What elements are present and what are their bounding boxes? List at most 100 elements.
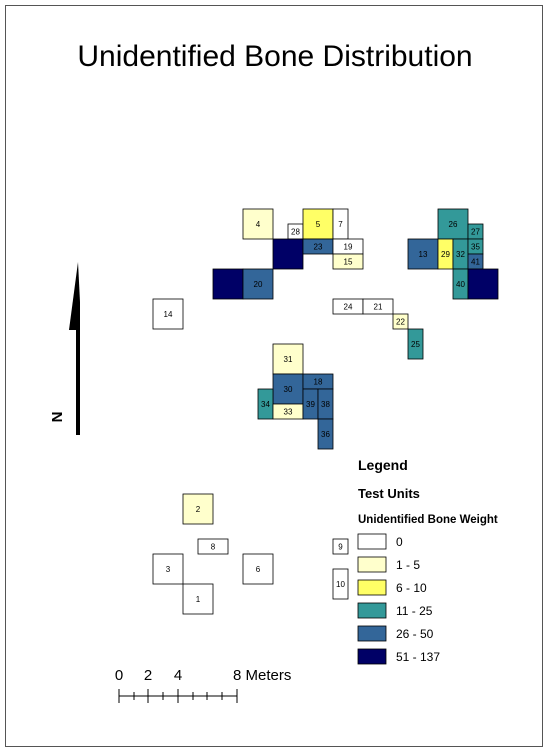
test-unit-label: 20 — [254, 280, 263, 289]
test-unit-label: 2 — [196, 505, 201, 514]
test-unit-19: 19 — [332, 238, 364, 255]
test-unit-label: 15 — [344, 258, 353, 267]
scale-label-0: 0 — [115, 667, 123, 684]
test-unit-27: 27 — [467, 223, 484, 240]
test-unit-cell — [362, 298, 394, 315]
test-unit-label: 10 — [336, 580, 345, 589]
test-unit-label: 21 — [374, 303, 383, 312]
test-unit-label: 41 — [471, 258, 480, 267]
test-unit-label: 34 — [261, 400, 270, 409]
legend-swatch-4 — [357, 625, 387, 642]
test-unit-cell — [182, 583, 214, 615]
test-unit-label: 29 — [441, 250, 450, 259]
test-unit-13: 13 — [407, 238, 439, 270]
test-unit-label: 28 — [291, 228, 300, 237]
scale-ticks — [118, 689, 238, 703]
scale-label-8-meters: 8 Meters — [233, 667, 291, 684]
test-unit-cell — [272, 373, 304, 405]
test-unit-cell — [407, 238, 439, 270]
legend-class-label-3: 11 - 25 — [396, 604, 433, 618]
test-unit-cell — [467, 268, 499, 300]
test-unit-6: 6 — [242, 553, 274, 585]
legend-swatch-1 — [357, 556, 387, 573]
test-unit-u-dark-b — [212, 268, 244, 300]
test-unit-cell — [152, 553, 184, 585]
test-unit-label: 5 — [316, 220, 321, 229]
test-unit-cell — [197, 538, 229, 555]
test-unit-36: 36 — [317, 418, 334, 450]
test-unit-20: 20 — [242, 268, 274, 300]
test-unit-label: 9 — [338, 543, 343, 552]
test-unit-22: 22 — [392, 313, 409, 330]
test-unit-31: 31 — [272, 343, 304, 375]
test-unit-cell — [317, 418, 334, 450]
test-unit-label: 25 — [411, 340, 420, 349]
test-unit-1: 1 — [182, 583, 214, 615]
test-unit-32: 32 — [452, 238, 469, 270]
test-unit-7: 7 — [332, 208, 349, 240]
map-title: Unidentified Bone Distribution — [77, 40, 472, 73]
test-unit-label: 39 — [306, 400, 315, 409]
test-unit-label: 1 — [196, 595, 201, 604]
test-unit-30: 30 — [272, 373, 304, 405]
test-unit-label: 38 — [321, 400, 330, 409]
north-label: N — [49, 412, 66, 423]
test-unit-label: 23 — [314, 243, 323, 252]
test-unit-label: 7 — [338, 220, 343, 229]
test-unit-label: 4 — [256, 220, 261, 229]
test-unit-label: 6 — [256, 565, 261, 574]
legend-class-label-2: 6 - 10 — [396, 581, 427, 595]
test-unit-29: 29 — [437, 238, 454, 270]
test-unit-label: 14 — [164, 310, 173, 319]
test-unit-label: 31 — [284, 355, 293, 364]
test-unit-24: 24 — [332, 298, 364, 315]
test-unit-cell — [242, 268, 274, 300]
north-arrow-shaft — [76, 330, 80, 435]
legend-class-label-4: 26 - 50 — [396, 627, 434, 641]
test-unit-cell — [332, 253, 364, 270]
test-unit-8: 8 — [197, 538, 229, 555]
test-unit-34: 34 — [257, 388, 274, 420]
legend-swatch-3 — [357, 602, 387, 619]
test-unit-33: 33 — [272, 403, 304, 420]
test-unit-cell — [242, 208, 274, 240]
test-unit-cell — [302, 208, 334, 240]
test-unit-label: 32 — [456, 250, 465, 259]
north-arrow: N — [49, 262, 80, 435]
legend-subtitle: Test Units — [358, 486, 420, 501]
test-unit-23: 23 — [302, 238, 334, 255]
scale-bar: 0 2 4 8 Meters — [115, 667, 291, 703]
test-unit-2: 2 — [182, 493, 214, 525]
legend-class-label-1: 1 - 5 — [396, 558, 420, 572]
legend-swatch-0 — [357, 533, 387, 550]
test-unit-label: 24 — [344, 303, 353, 312]
test-unit-28: 28 — [287, 223, 304, 240]
test-unit-38: 38 — [317, 388, 334, 420]
test-unit-cell — [152, 298, 184, 330]
test-unit-label: 13 — [419, 250, 428, 259]
test-unit-label: 22 — [396, 318, 405, 327]
test-unit-cell — [332, 568, 349, 600]
test-unit-4: 4 — [242, 208, 274, 240]
test-unit-label: 36 — [321, 430, 330, 439]
test-unit-26: 26 — [437, 208, 469, 240]
legend-swatch-2 — [357, 579, 387, 596]
test-unit-3: 3 — [152, 553, 184, 585]
test-unit-25: 25 — [407, 328, 424, 360]
test-unit-cell — [242, 553, 274, 585]
legend-swatch-5 — [357, 648, 387, 665]
test-unit-40: 40 — [452, 268, 469, 300]
test-unit-cell — [182, 493, 214, 525]
test-unit-5: 5 — [302, 208, 334, 240]
test-unit-cell — [272, 343, 304, 375]
test-unit-label: 40 — [456, 280, 465, 289]
test-unit-18: 18 — [302, 373, 334, 390]
test-unit-21: 21 — [362, 298, 394, 315]
test-unit-9: 9 — [332, 538, 349, 555]
test-unit-u-dark-c — [467, 268, 499, 300]
north-arrow-head — [69, 262, 80, 330]
test-unit-label: 33 — [284, 408, 293, 417]
legend-field: Unidentified Bone Weight — [358, 514, 498, 526]
